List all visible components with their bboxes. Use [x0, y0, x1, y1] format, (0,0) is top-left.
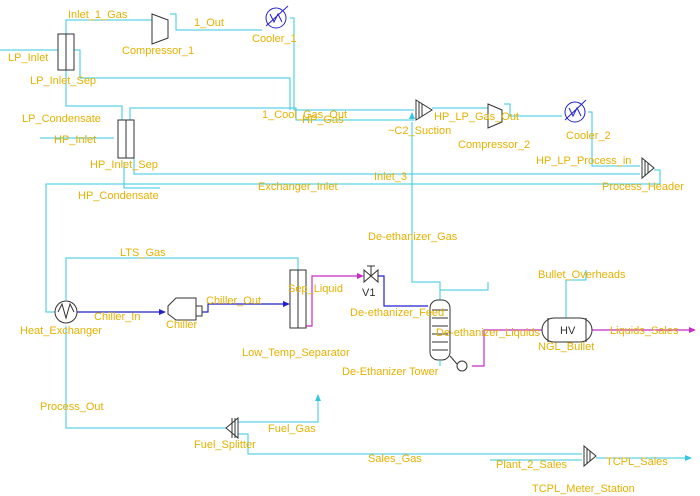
cooler-1[interactable]	[265, 5, 289, 29]
low-temp-separator[interactable]	[289, 269, 307, 329]
stream-de-ethanizer-gas[interactable]	[411, 122, 441, 298]
arrow-tcpl-sales	[685, 455, 692, 461]
label-lts-gas: LTS_Gas	[120, 247, 166, 259]
stream-deeth-overhead[interactable]	[439, 282, 489, 300]
label-de-ethanizer-gas: De-ethanizer_Gas	[368, 231, 458, 243]
liquid-streams	[306, 275, 690, 367]
stream-inlet-3[interactable]	[133, 158, 640, 175]
stream-inlet-1-gas[interactable]	[65, 19, 153, 36]
stream-bullet-overheads[interactable]	[565, 270, 587, 318]
arrow-fuel-gas	[315, 394, 321, 401]
label-compressor-1: Compressor_1	[122, 45, 194, 57]
equipment	[54, 5, 655, 468]
hp-inlet-sep[interactable]	[117, 119, 135, 159]
labels: LP_Inlet Inlet_1_Gas Compressor_1 1_Out …	[8, 9, 684, 495]
label-hp-lp-gas-out: HP_LP_Gas_Out	[434, 111, 519, 123]
compressor-1[interactable]	[151, 13, 169, 45]
label-lp-condensate: LP_Condensate	[22, 113, 101, 125]
compressor-2[interactable]	[487, 103, 503, 129]
label-heat-exchanger: Heat_Exchanger	[20, 325, 102, 337]
label-lp-inlet: LP_Inlet	[8, 52, 48, 64]
label-chiller-in: Chiller_In	[94, 311, 140, 323]
arrow-liquids-sales	[689, 327, 696, 333]
label-compressor-2: Compressor_2	[458, 139, 530, 151]
ngl-bullet[interactable]	[541, 317, 593, 343]
label-1-cool-gas-out: 1_Cool_Gas_Out	[262, 109, 347, 121]
label-de-ethanizer-liquids: De-ethanizer_Liquids	[436, 327, 540, 339]
label-bullet-overheads: Bullet_Overheads	[538, 269, 626, 281]
stream-fuel-gas[interactable]	[238, 398, 319, 423]
arrowheads	[159, 112, 696, 461]
label-cooler-2: Cooler_2	[566, 130, 611, 142]
label-de-ethanizer-feed: De-ethanizer_Feed	[350, 307, 444, 319]
arrow-chiller-out	[283, 301, 290, 307]
stream-hp-gas[interactable]	[129, 107, 414, 121]
label-1-out: 1_Out	[194, 17, 224, 29]
label-c2-suction: ~C2_Suction	[388, 125, 451, 137]
label-inlet-1-gas: Inlet_1_Gas	[68, 9, 128, 21]
process-header-mixer[interactable]	[641, 156, 655, 180]
label-chiller: Chiller	[166, 319, 198, 331]
arrow-v1-in	[357, 273, 364, 279]
label-hp-inlet: HP_Inlet	[54, 134, 96, 146]
c2-suction-mixer[interactable]	[415, 99, 433, 121]
stream-hp-condensate[interactable]	[123, 162, 160, 189]
label-tcpl-sales: TCPL_Sales	[606, 456, 668, 468]
label-process-header: Process_Header	[602, 181, 684, 193]
label-exchanger-inlet: Exchanger_Inlet	[258, 181, 338, 193]
label-sep-liquid: Sep_Liquid	[288, 283, 343, 295]
label-hv: HV	[560, 325, 576, 337]
label-plant-2-sales: Plant_2_Sales	[496, 459, 567, 471]
stream-process-out[interactable]	[65, 326, 226, 429]
stream-lts-gas[interactable]	[65, 257, 299, 300]
stream-de-ethanizer-liquids[interactable]	[472, 329, 542, 367]
label-liquids-sales: Liquids_Sales	[610, 325, 679, 337]
arrow-chiller-in	[159, 309, 166, 315]
stream-hp-lp-process-in[interactable]	[588, 111, 640, 167]
label-low-temp-separator: Low_Temp_Separator	[242, 347, 350, 359]
stream-sales-gas[interactable]	[238, 433, 582, 455]
lp-inlet-sep[interactable]	[57, 33, 75, 71]
label-process-out: Process_Out	[40, 401, 104, 413]
valve-v1[interactable]	[363, 265, 379, 284]
stream-v1-out[interactable]	[378, 275, 428, 307]
label-fuel-gas: Fuel_Gas	[268, 423, 316, 435]
de-ethanizer-tower[interactable]	[429, 299, 468, 372]
fuel-splitter[interactable]	[225, 416, 239, 440]
label-sales-gas: Sales_Gas	[368, 453, 422, 465]
label-hp-inlet-sep: HP_Inlet_Sep	[90, 159, 158, 171]
stream-lp-condensate[interactable]	[65, 70, 123, 120]
stream-lp-sep-right[interactable]	[74, 49, 291, 110]
label-inlet-3: Inlet_3	[374, 171, 407, 183]
label-hp-gas: HP_Gas	[302, 114, 344, 126]
stream-chiller-out[interactable]	[202, 303, 286, 313]
label-hp-condensate: HP_Condensate	[78, 190, 159, 202]
tcpl-meter-station-mixer[interactable]	[583, 444, 597, 468]
label-ngl-bullet: NGL_Bullet	[538, 341, 594, 353]
stream-sep-liquid[interactable]	[306, 275, 360, 327]
label-v1: V1	[362, 287, 375, 299]
energy-streams	[76, 275, 428, 313]
arrow-de-ethanizer-gas	[409, 112, 415, 119]
stream-exchanger-inlet[interactable]	[45, 169, 661, 313]
label-chiller-out: Chiller_Out	[206, 295, 261, 307]
cooler-2[interactable]	[564, 99, 587, 123]
label-de-ethanizer-tower: De-Ethanizer Tower	[342, 366, 439, 378]
label-fuel-splitter: Fuel_Splitter	[194, 439, 256, 451]
stream-1-cool-gas-out[interactable]	[290, 17, 414, 111]
label-cooler-1: Cooler_1	[252, 33, 297, 45]
gas-streams	[0, 13, 686, 461]
label-lp-inlet-sep: LP_Inlet_Sep	[30, 75, 96, 87]
label-hp-lp-process-in: HP_LP_Process_in	[536, 155, 631, 167]
heat-exchanger[interactable]	[54, 300, 78, 324]
stream-1-out[interactable]	[170, 13, 262, 31]
stream-comp2-out[interactable]	[504, 103, 562, 117]
chiller[interactable]	[167, 297, 203, 321]
label-tcpl-meter-station: TCPL_Meter_Station	[532, 483, 635, 495]
